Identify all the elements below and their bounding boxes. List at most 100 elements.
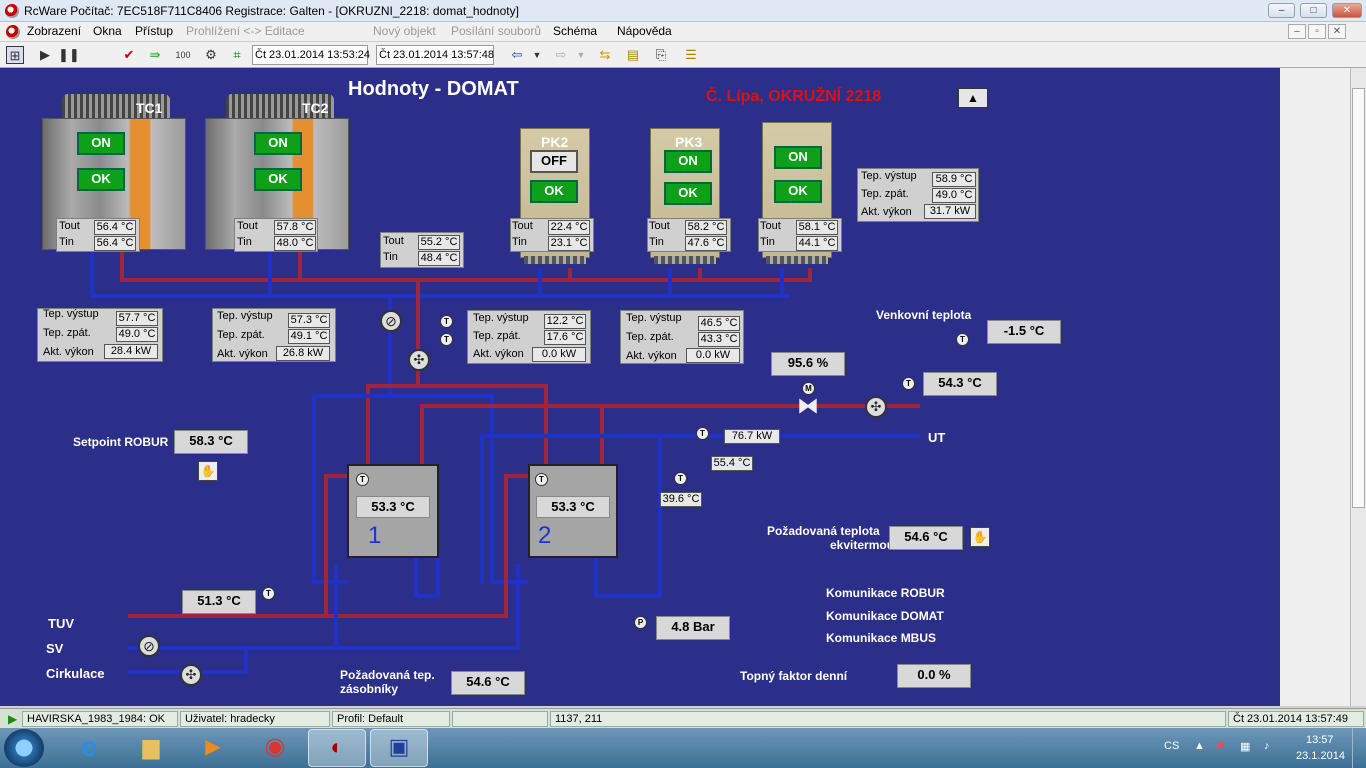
topny-faktor-label: Topný faktor denní (740, 669, 848, 683)
comm-mbus-label[interactable]: Komunikace MBUS (826, 631, 937, 645)
tc2-tin-value: 48.0 °C (274, 236, 316, 251)
date-to-field[interactable]: Čt 23.01.2014 13:57:48 (376, 45, 494, 65)
maximize-button[interactable]: □ (1300, 3, 1327, 18)
scroll-up-button[interactable]: ▲ (958, 88, 988, 108)
menu-novy-objekt[interactable]: Nový objekt (373, 24, 436, 38)
menu-okna[interactable]: Okna (93, 24, 122, 38)
check-icon[interactable]: ✔ (123, 47, 135, 62)
forward-arrow-icon[interactable]: ⇨ (555, 47, 567, 62)
vertical-scrollbar[interactable] (1350, 68, 1366, 706)
pressure-sensor-icon: P (634, 616, 647, 629)
sv-pipe (128, 646, 518, 650)
menu-schema[interactable]: Schéma (553, 24, 598, 38)
tools-icon[interactable]: ⚙ (205, 47, 217, 62)
req-zas-label: Požadovaná tep. (340, 668, 435, 682)
tank1-number: 1 (368, 522, 382, 549)
pause-icon[interactable]: ❚❚ (58, 47, 80, 62)
menu-posilani-souboru[interactable]: Posílání souborů (451, 24, 542, 38)
tc2-vystup-value: 57.3 °C (288, 313, 330, 328)
setpoint-robur-label: Setpoint ROBUR (73, 435, 169, 449)
temp-sensor-icon: T (262, 587, 275, 600)
three-way-valve-icon[interactable]: ⧓ (797, 393, 819, 418)
manual-hand-icon[interactable]: ✋ (198, 461, 218, 481)
scheme-title: Hodnoty - DOMAT (348, 78, 519, 100)
mdi-restore-button[interactable]: ▫ (1308, 24, 1326, 39)
menu-bar: Zobrazení Okna Přístup Prohlížení <-> Ed… (0, 22, 1366, 42)
list-icon[interactable]: ☰ (685, 47, 697, 62)
print-icon[interactable]: ▤ (626, 47, 640, 62)
internet-explorer-icon[interactable]: e (81, 731, 97, 762)
scheme-canvas: Hodnoty - DOMAT Č. Lípa, OKRUŽNÍ 2218 ▲ … (0, 68, 1280, 706)
pk4-on-button[interactable]: ON (774, 146, 822, 169)
show-desktop-button[interactable] (1352, 728, 1366, 768)
pk3-vystup-value: 46.5 °C (698, 316, 740, 331)
manual-hand-icon[interactable]: ✋ (970, 527, 990, 547)
req-ekv-value[interactable]: 54.6 °C (889, 526, 963, 550)
minimize-button[interactable]: – (1268, 3, 1295, 18)
comm-domat-label[interactable]: Komunikace DOMAT (826, 609, 944, 623)
tc2-label: TC2 (302, 100, 329, 116)
mdi-icon[interactable] (6, 25, 20, 39)
close-button[interactable]: ✕ (1332, 3, 1362, 18)
req-ekv-label: Požadovaná teplota (767, 524, 880, 538)
mixing-valve-icon[interactable]: ⊘ (380, 310, 402, 332)
back-arrow-icon[interactable]: ⇦ (511, 47, 523, 62)
menu-prohlizeni-editace[interactable]: Prohlížení <-> Editace (186, 24, 305, 38)
network-tray-icon[interactable]: ▦ (1240, 741, 1251, 753)
pk3-on-button[interactable]: ON (664, 150, 712, 173)
app-icon[interactable] (5, 4, 19, 18)
tc2-ok-status: OK (254, 168, 302, 191)
pk3-tout-value: 58.2 °C (685, 220, 727, 235)
pk3-ok-status: OK (664, 182, 712, 205)
swap-icon[interactable]: ⇆ (599, 47, 611, 62)
topny-faktor-value: 0.0 % (897, 664, 971, 688)
pk2-off-button[interactable]: OFF (530, 150, 578, 173)
comm-robur-label[interactable]: Komunikace ROBUR (826, 586, 945, 600)
tc1-label: TC1 (136, 100, 163, 116)
windows-start-icon[interactable] (4, 729, 44, 767)
file-explorer-icon[interactable]: ▆ (142, 734, 160, 759)
clock-date[interactable]: 23.1.2014 (1296, 750, 1345, 762)
export-icon[interactable]: ⎘ (655, 47, 667, 62)
save-disk-icon[interactable]: ▣ (370, 729, 428, 767)
media-player-icon[interactable]: ▶ (205, 736, 221, 758)
volume-icon[interactable]: ♪ (1264, 740, 1270, 752)
chevron-down-icon[interactable]: ▼ (532, 50, 542, 60)
taskbar: e ▆ ▶ ◉ ◐ ▣ CS ▲ ⚑ ▦ ♪ 13:57 23.1.2014 (0, 728, 1366, 768)
rcware-icon[interactable]: ◐ (308, 729, 366, 767)
temp-sensor-icon: T (674, 472, 687, 485)
play-icon[interactable]: ▶ (40, 47, 50, 62)
zoom-100-icon[interactable]: 100 (175, 50, 191, 60)
pump-icon[interactable]: ✣ (408, 349, 430, 371)
mdi-minimize-button[interactable]: – (1288, 24, 1306, 39)
chrome-icon[interactable]: ◉ (264, 733, 286, 760)
date-from-field[interactable]: Čt 23.01.2014 13:53:24 (252, 45, 370, 65)
sv-valve-icon[interactable]: ⊘ (138, 635, 160, 657)
req-zas-value[interactable]: 54.6 °C (451, 671, 525, 695)
action-center-icon[interactable]: ⚑ (1216, 741, 1226, 753)
connection-status: HAVIRSKA_1983_1984: OK (22, 711, 178, 727)
language-indicator[interactable]: CS (1164, 740, 1180, 752)
tank1-temp-value: 53.3 °C (356, 496, 430, 518)
ut-power-value: 76.7 kW (724, 429, 780, 444)
show-hidden-icons[interactable]: ▲ (1194, 740, 1205, 752)
temp-sensor-icon: T (535, 473, 548, 486)
menu-zobrazeni[interactable]: Zobrazení (27, 24, 82, 38)
return-collector-pipe (90, 294, 790, 298)
clock-time[interactable]: 13:57 (1306, 734, 1334, 746)
forward-icon[interactable]: ⇛ (149, 47, 161, 62)
network-icon[interactable]: ⌗ (233, 47, 241, 62)
setpoint-robur-value[interactable]: 58.3 °C (174, 430, 248, 454)
cirkulace-pump-icon[interactable]: ✣ (180, 664, 202, 686)
mdi-close-button[interactable]: ✕ (1328, 24, 1346, 39)
ut-pump-icon[interactable]: ✣ (865, 396, 887, 418)
chevron-down-icon[interactable]: ▼ (576, 50, 586, 60)
menu-pristup[interactable]: Přístup (135, 24, 174, 38)
tc1-on-button[interactable]: ON (77, 132, 125, 155)
menu-napoveda[interactable]: Nápověda (617, 24, 672, 38)
tc2-on-button[interactable]: ON (254, 132, 302, 155)
scrollbar-thumb[interactable] (1352, 88, 1365, 508)
grid-icon[interactable]: ⊞ (6, 46, 24, 64)
pk2-tout-value: 22.4 °C (548, 220, 590, 235)
tuv-pipe (128, 614, 508, 618)
